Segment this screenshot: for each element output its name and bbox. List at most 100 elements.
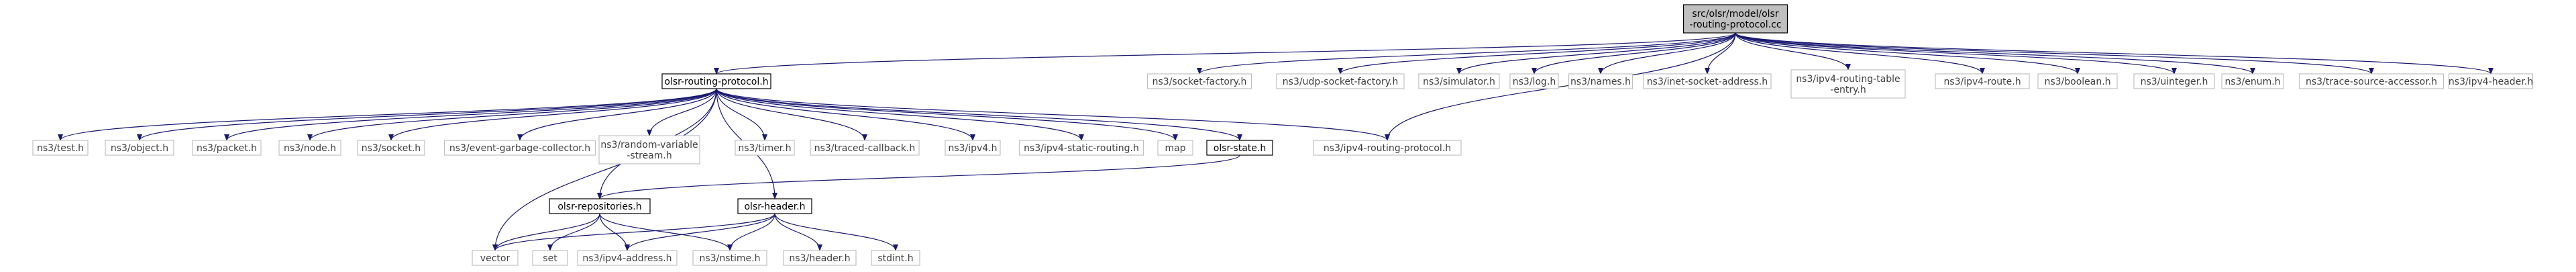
node-box [2221, 73, 2284, 89]
node-label: olsr-repositories.h [557, 201, 641, 212]
node-ipv4[interactable]: ns3/ipv4.h [945, 140, 1001, 156]
node-label: ns3/random-variable [600, 140, 698, 150]
node-label: stdint.h [877, 253, 913, 264]
node-test[interactable]: ns3/test.h [32, 140, 89, 156]
node-ipv4-static-routing[interactable]: ns3/ipv4-static-routing.h [1018, 140, 1144, 156]
node-box [549, 198, 651, 214]
node-label: ns3/trace-source-accessor.h [2306, 77, 2437, 87]
edge-olsr-routing-protocol-h-to-ipv4 [716, 88, 975, 141]
node-nstime[interactable]: ns3/nstime.h [692, 250, 767, 266]
node-label: ns3/ipv4-address.h [582, 253, 672, 264]
edge-olsr-routing-protocol-h-to-olsr-state [716, 88, 1242, 141]
edge-olsr-routing-protocol-h-to-test [58, 88, 717, 141]
node-header[interactable]: ns3/header.h [783, 250, 857, 266]
node-label: ns3/enum.h [2224, 77, 2280, 87]
node-stdint[interactable]: stdint.h [871, 250, 920, 266]
node-box [472, 250, 519, 266]
edge-root-to-inet-socket-address [1705, 32, 1736, 75]
node-traced-callback[interactable]: ns3/traced-callback.h [810, 140, 920, 156]
node-label: ns3/traced-callback.h [814, 143, 916, 154]
node-log[interactable]: ns3/log.h [1509, 73, 1559, 89]
node-label: ns3/nstime.h [700, 253, 761, 264]
node-box [661, 73, 771, 89]
node-box [2133, 73, 2215, 89]
edge-olsr-repositories-to-set [547, 213, 600, 251]
node-udp-socket-factory[interactable]: ns3/udp-socket-factory.h [1276, 73, 1405, 89]
edge-olsr-routing-protocol-h-to-vector [492, 88, 717, 251]
node-ipv4-routing-table-entry[interactable]: ns3/ipv4-routing-table-entry.h [1790, 69, 1906, 99]
node-box [945, 140, 1001, 156]
node-object[interactable]: ns3/object.h [105, 140, 174, 156]
node-label: vector [480, 253, 511, 264]
node-simulator[interactable]: ns3/simulator.h [1418, 73, 1500, 89]
node-uinteger[interactable]: ns3/uinteger.h [2133, 73, 2215, 89]
node-enum[interactable]: ns3/enum.h [2221, 73, 2284, 89]
edge-root-to-simulator [1456, 32, 1736, 75]
node-trace-source-accessor[interactable]: ns3/trace-source-accessor.h [2298, 73, 2445, 89]
edge-root-to-enum [1735, 32, 2255, 75]
node-label: set [543, 253, 557, 264]
node-label: ns3/simulator.h [1423, 77, 1495, 87]
edge-olsr-routing-protocol-h-to-node [307, 88, 717, 141]
node-inet-socket-address[interactable]: ns3/inet-socket-address.h [1643, 73, 1772, 89]
node-box [1790, 69, 1906, 99]
node-packet[interactable]: ns3/packet.h [192, 140, 262, 156]
node-ipv4-routing-protocol[interactable]: ns3/ipv4-routing-protocol.h [1313, 140, 1462, 156]
node-box [783, 250, 857, 266]
edge-root-to-uinteger [1735, 32, 2177, 75]
node-label: ns3/socket-factory.h [1152, 77, 1247, 87]
node-box [1935, 73, 2030, 89]
node-olsr-repositories[interactable]: olsr-repositories.h [549, 198, 651, 214]
node-label: ns3/udp-socket-factory.h [1283, 77, 1398, 87]
node-label: ns3/node.h [284, 143, 336, 154]
node-box [1206, 140, 1273, 156]
edge-root-to-boolean [1735, 32, 2080, 75]
node-map[interactable]: map [1157, 140, 1193, 156]
node-olsr-routing-protocol-h[interactable]: olsr-routing-protocol.h [661, 73, 771, 89]
node-box [598, 135, 700, 165]
node-box [577, 250, 678, 266]
node-olsr-header[interactable]: olsr-header.h [737, 198, 812, 214]
edge-root-to-socket-factory [1197, 32, 1736, 75]
node-box [1157, 140, 1193, 156]
edge-olsr-routing-protocol-h-to-traced-callback [716, 88, 867, 141]
node-random-variable-stream[interactable]: ns3/random-variable-stream.h [598, 135, 700, 165]
node-box [105, 140, 174, 156]
node-box [1568, 73, 1633, 89]
node-box [1643, 73, 1772, 89]
edge-olsr-routing-protocol-h-to-map [716, 88, 1178, 141]
node-names[interactable]: ns3/names.h [1568, 73, 1633, 89]
node-event-garbage-collector[interactable]: ns3/event-garbage-collector.h [443, 140, 596, 156]
node-label: map [1165, 143, 1185, 154]
edge-olsr-routing-protocol-h-to-event-garbage-collector [517, 88, 717, 141]
node-timer[interactable]: ns3/timer.h [735, 140, 795, 156]
node-node[interactable]: ns3/node.h [278, 140, 341, 156]
node-layer: src/olsr/model/olsr-routing-protocol.cco… [32, 4, 2534, 266]
node-label: ns3/ipv4-header.h [2449, 77, 2533, 87]
node-box [443, 140, 596, 156]
node-label: ns3/ipv4.h [948, 143, 997, 154]
node-label: ns3/header.h [789, 253, 850, 264]
node-ipv4-header[interactable]: ns3/ipv4-header.h [2448, 73, 2534, 89]
node-olsr-state[interactable]: olsr-state.h [1206, 140, 1273, 156]
node-socket[interactable]: ns3/socket.h [357, 140, 425, 156]
node-box [2037, 73, 2118, 89]
edge-olsr-header-to-nstime [727, 213, 775, 251]
node-label: ns3/ipv4-static-routing.h [1024, 143, 1139, 154]
node-label: ns3/boolean.h [2044, 77, 2110, 87]
node-box [737, 198, 812, 214]
node-box [278, 140, 341, 156]
node-socket-factory[interactable]: ns3/socket-factory.h [1146, 73, 1252, 89]
edge-olsr-routing-protocol-h-to-packet [224, 88, 717, 141]
node-label: ns3/log.h [1513, 77, 1556, 87]
node-box [1276, 73, 1405, 89]
node-ipv4-route[interactable]: ns3/ipv4-route.h [1935, 73, 2030, 89]
node-ipv4-address[interactable]: ns3/ipv4-address.h [577, 250, 678, 266]
edge-root-to-ipv4-header [1735, 32, 2493, 75]
node-boolean[interactable]: ns3/boolean.h [2037, 73, 2118, 89]
node-vector[interactable]: vector [472, 250, 519, 266]
edge-olsr-header-to-ipv4-address [625, 213, 775, 251]
node-label: ns3/ipv4-routing-protocol.h [1324, 143, 1451, 154]
node-label: -entry.h [1830, 85, 1866, 95]
node-set[interactable]: set [532, 250, 568, 266]
